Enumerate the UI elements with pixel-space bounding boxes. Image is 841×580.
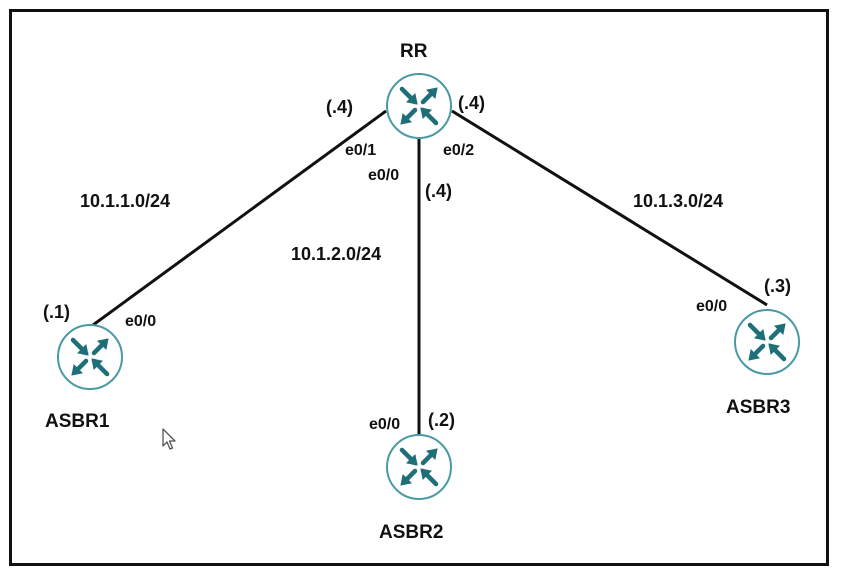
- router-asbr3-name: ASBR3: [726, 397, 791, 418]
- link-rr-asbr3: [451, 109, 768, 307]
- rr-address-e0-0: (.4): [425, 181, 452, 201]
- rr-address-e0-2: (.4): [458, 93, 485, 113]
- mouse-pointer-icon: [162, 428, 176, 450]
- rr-interface-e0-0: e0/0: [368, 167, 400, 184]
- asbr2-interface-e0-0: e0/0: [369, 416, 401, 433]
- asbr3-interface-e0-0: e0/0: [696, 298, 728, 315]
- asbr1-address: (.1): [43, 302, 70, 322]
- rr-address-e0-1: (.4): [326, 97, 353, 117]
- router-icon: [386, 434, 452, 500]
- router-icon: [386, 73, 452, 139]
- network-label-10-1-2: 10.1.2.0/24: [291, 244, 382, 264]
- network-label-10-1-3: 10.1.3.0/24: [633, 191, 724, 211]
- router-rr[interactable]: [386, 73, 452, 139]
- router-asbr2-name: ASBR2: [379, 522, 444, 543]
- router-rr-name: RR: [400, 41, 428, 62]
- network-label-10-1-1: 10.1.1.0/24: [80, 191, 171, 211]
- diagram-frame: [9, 9, 829, 566]
- router-asbr1[interactable]: [57, 324, 123, 390]
- router-asbr3[interactable]: [734, 309, 800, 375]
- link-rr-asbr1: [92, 109, 387, 327]
- rr-interface-e0-2: e0/2: [443, 142, 475, 159]
- router-icon: [57, 324, 123, 390]
- router-icon: [734, 309, 800, 375]
- asbr2-address: (.2): [428, 410, 455, 430]
- rr-interface-e0-1: e0/1: [345, 142, 377, 159]
- asbr1-interface-e0-0: e0/0: [125, 313, 157, 330]
- router-asbr1-name: ASBR1: [45, 411, 110, 432]
- router-asbr2[interactable]: [386, 434, 452, 500]
- asbr3-address: (.3): [764, 276, 791, 296]
